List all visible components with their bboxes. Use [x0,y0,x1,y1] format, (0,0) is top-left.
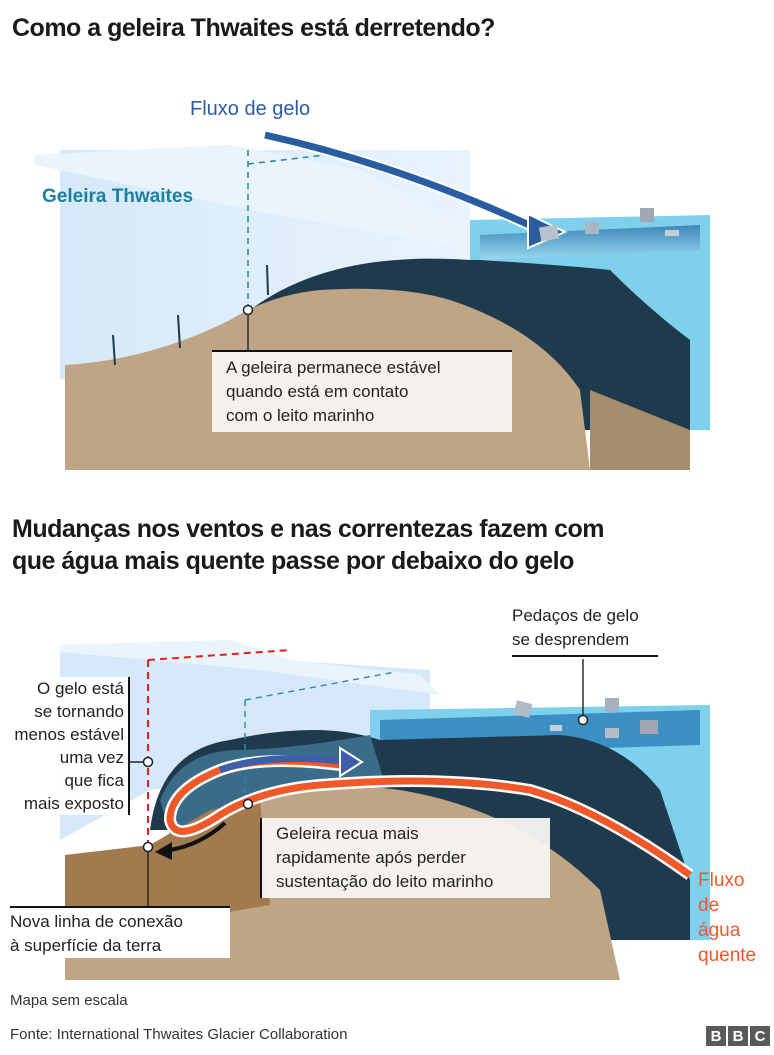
warm-flow-line: de [698,895,720,916]
retreat-note-line: rapidamente após perder [276,848,466,867]
glacier-illustration-1 [0,90,774,470]
less-stable-line: se tornando [34,702,124,721]
stable-note-line: quando está em contato [226,382,409,401]
less-stable-line: uma vez [59,748,124,767]
bbc-logo: B B C [706,1026,770,1046]
warm-flow-line: quente [698,945,757,966]
bbc-logo-letter: C [750,1026,770,1046]
retreat-note-line: sustentação do leito marinho [276,872,494,891]
bbc-logo-letter: B [728,1026,748,1046]
less-stable-line: menos estável [14,725,124,744]
less-stable-line: O gelo está [37,679,124,698]
ice-pieces-label: Pedaços de gelo se desprendem [512,604,658,657]
less-stable-label: O gelo está se tornando menos estável um… [0,677,130,815]
less-stable-line: que fica [64,771,124,790]
warm-flow-line: água [698,920,741,941]
stable-note-line: A geleira permanece estável [226,358,441,377]
retreat-note: Geleira recua mais rapidamente após perd… [260,818,550,898]
stable-note-line: com o leito marinho [226,406,375,425]
scale-note: Mapa sem escala [10,992,128,1009]
diagram2-title-line: Mudanças nos ventos e nas correntezas fa… [12,515,605,543]
ice-pieces-line: Pedaços de gelo [512,606,639,625]
new-line-line: à superfície da terra [10,936,162,955]
new-grounding-line-label: Nova linha de conexão à superfície da te… [10,906,230,958]
new-line-line: Nova linha de conexão [10,912,183,931]
stable-contact-note: A geleira permanece estável quando está … [212,350,512,432]
ice-flow-label: Fluxo de gelo [190,98,311,120]
ice-pieces-line: se desprendem [512,630,630,649]
diagram2-title-line: que água mais quente passe por debaixo d… [12,547,574,575]
source-note: Fonte: International Thwaites Glacier Co… [10,1026,348,1043]
diagram2-title: Mudanças nos ventos e nas correntezas fa… [12,513,605,577]
warm-flow-line: Fluxo [698,870,745,891]
diagram1-title: Como a geleira Thwaites está derretendo? [12,14,495,42]
retreat-note-line: Geleira recua mais [276,824,419,843]
warm-water-flow-label: Fluxo de água quente [698,868,756,968]
less-stable-line: mais exposto [23,794,124,813]
bbc-logo-letter: B [706,1026,726,1046]
glacier-name-label: Geleira Thwaites [42,186,194,207]
